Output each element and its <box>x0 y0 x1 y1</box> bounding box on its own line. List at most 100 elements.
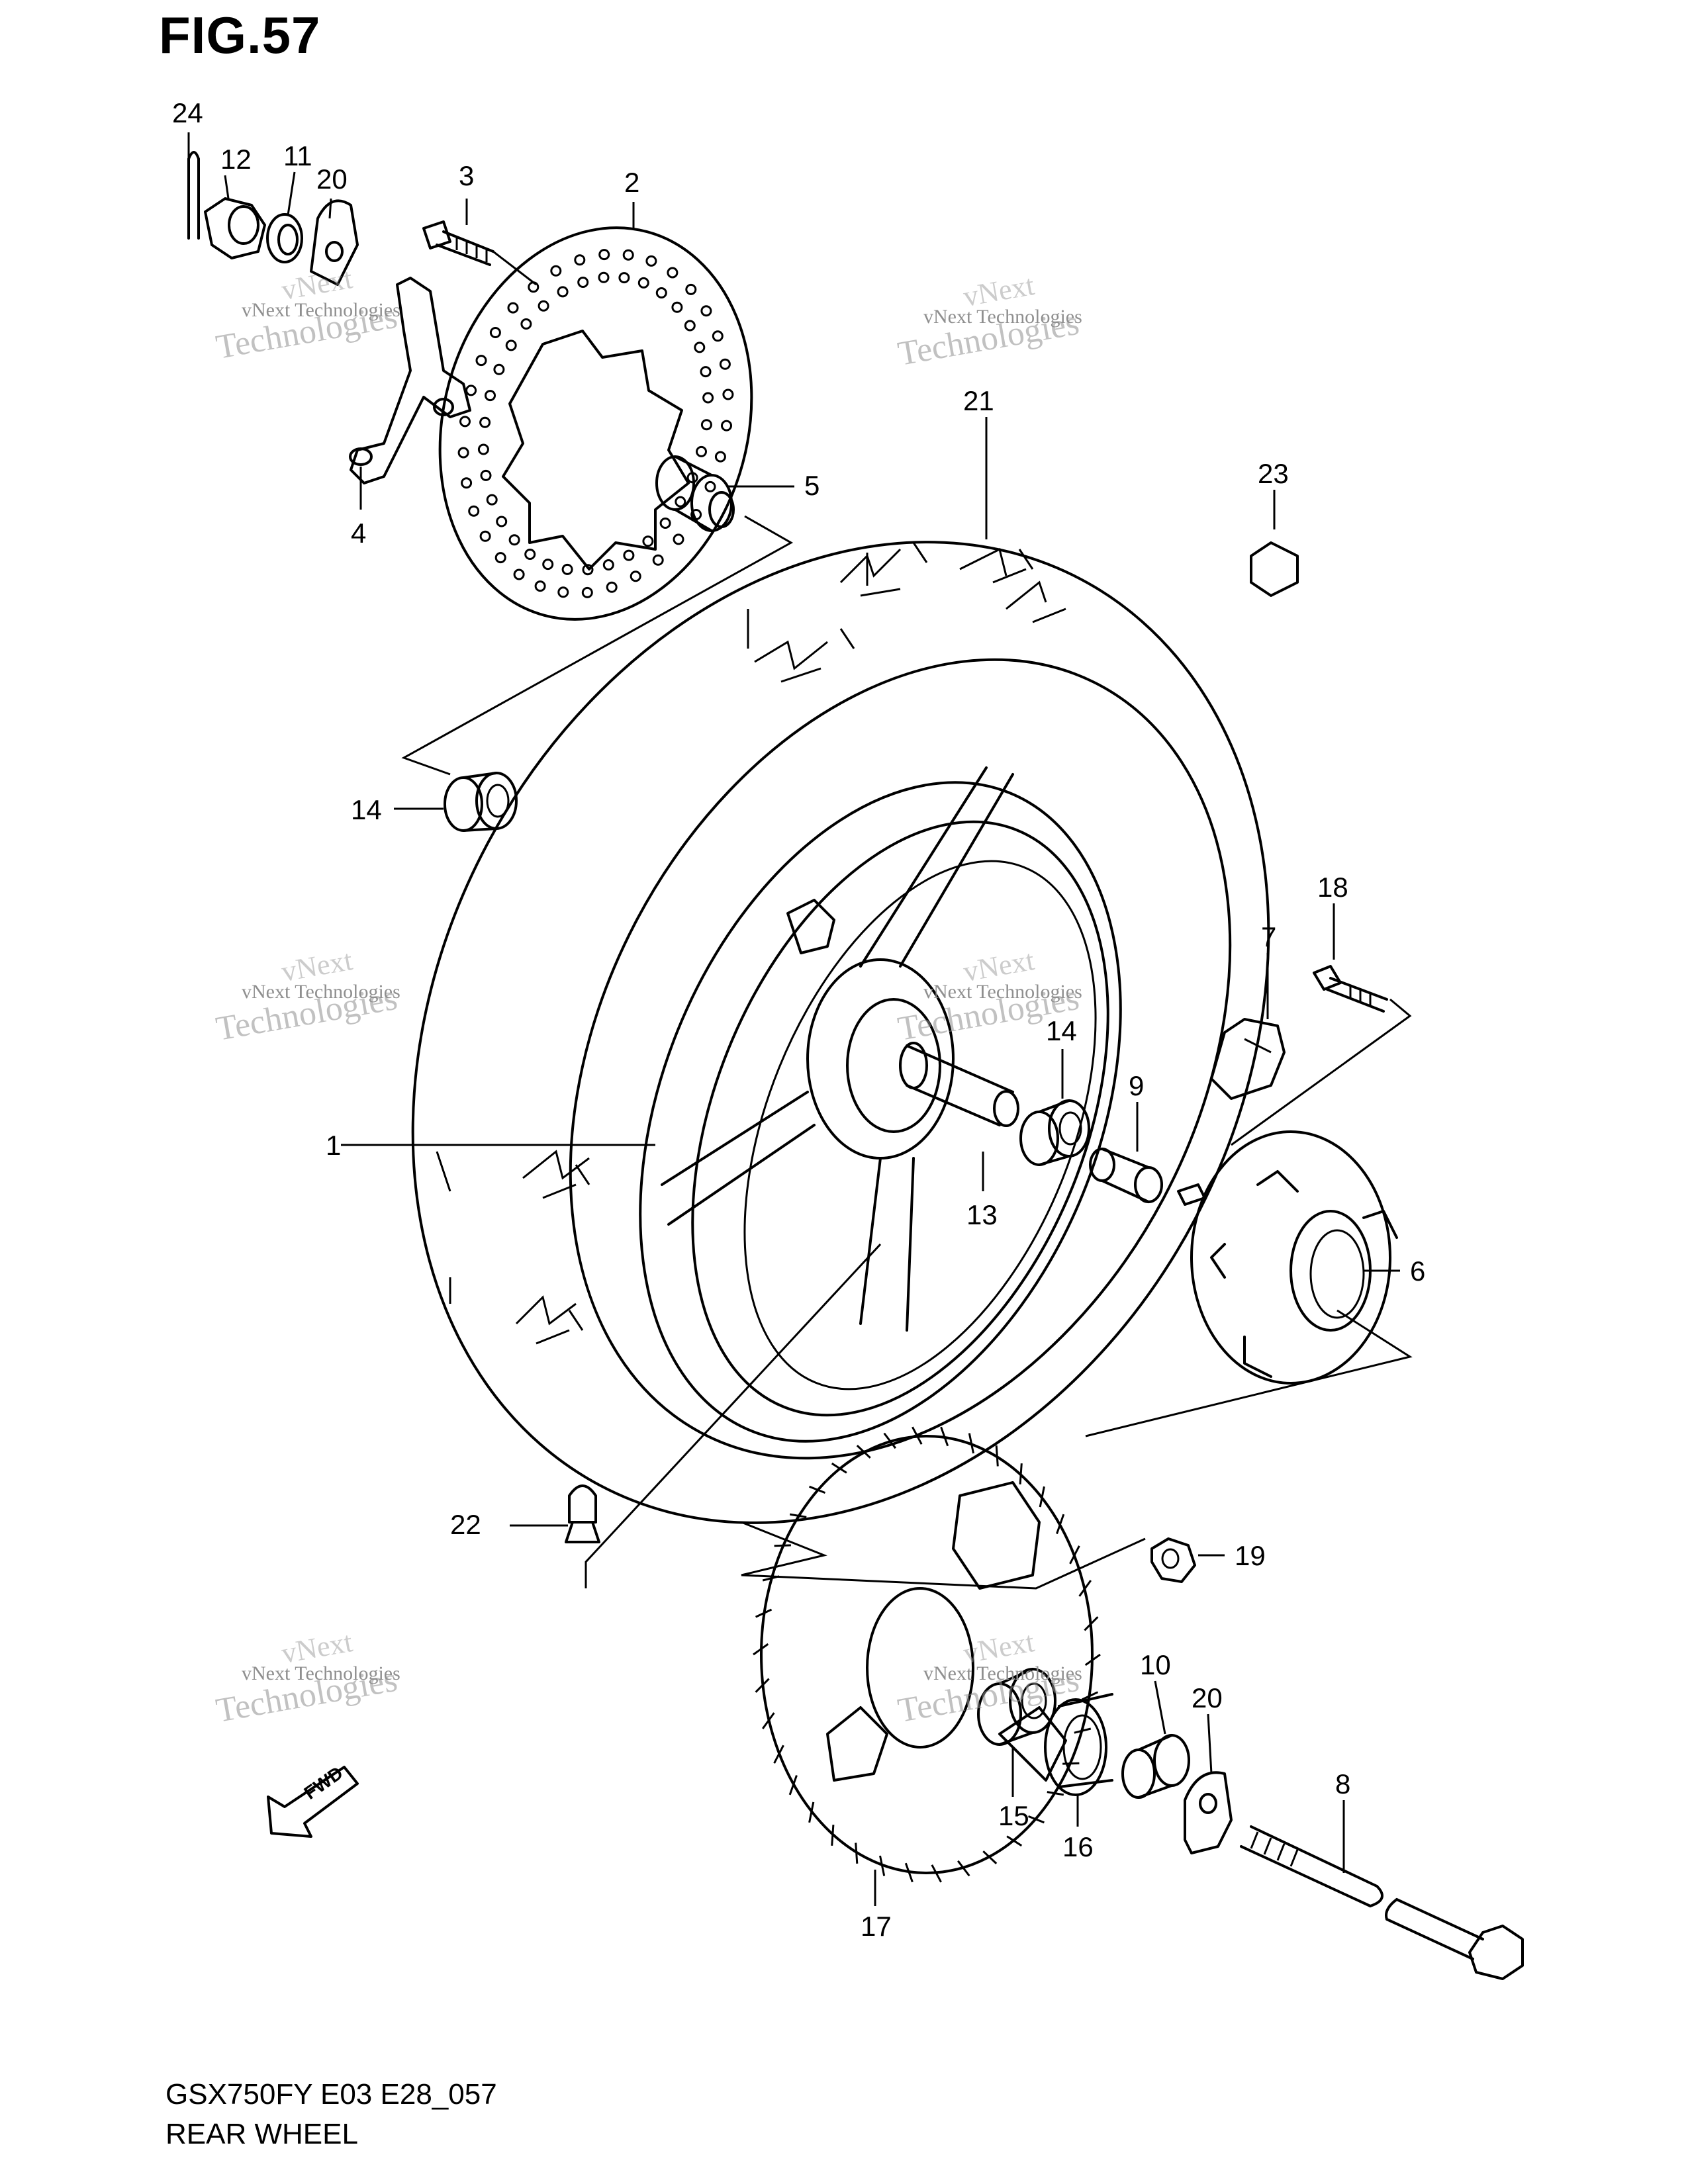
sprocket-tooth <box>1047 1791 1064 1796</box>
tire[interactable] <box>246 392 1435 1674</box>
disc-hole <box>700 419 712 431</box>
disc-hole <box>696 445 707 457</box>
spacer-10[interactable] <box>1121 1734 1190 1799</box>
disc-hole <box>671 301 683 313</box>
collar-5[interactable] <box>655 455 735 532</box>
axle-sleeve-13[interactable] <box>899 1042 1019 1127</box>
rear-sprocket-17[interactable] <box>760 1435 1094 1874</box>
air-valve-22[interactable] <box>565 1484 600 1543</box>
disc-hole <box>722 388 734 400</box>
disc-hole <box>538 300 549 312</box>
sprocket-tooth <box>940 1426 949 1447</box>
callout-22: 22 <box>450 1509 481 1540</box>
chain-adjuster-20-top[interactable] <box>310 199 359 286</box>
sprocket-tooth <box>1062 1762 1080 1765</box>
disc-hole <box>598 249 610 261</box>
disc-hole <box>714 451 726 463</box>
figure-title: FIG.57 <box>159 6 321 64</box>
section-name: REAR WHEEL <box>165 2118 358 2150</box>
disc-hole <box>493 363 505 375</box>
callout-20-lower: 20 <box>1192 1682 1223 1713</box>
disc-hole <box>712 330 724 342</box>
bolt-18[interactable] <box>1313 965 1388 1013</box>
forward-direction-arrow: FWD <box>267 1762 359 1838</box>
sprocket-tooth <box>1084 1616 1099 1631</box>
sprocket-tooth <box>809 1485 826 1494</box>
spacer-9[interactable] <box>1089 1148 1163 1203</box>
sprocket-tooth <box>957 1860 970 1877</box>
cotter-pin-24[interactable] <box>187 151 200 240</box>
disc-hole <box>557 286 569 298</box>
disc-hole <box>721 420 732 432</box>
sprocket-tooth <box>982 1850 998 1864</box>
caliper-bracket-4[interactable] <box>349 277 471 484</box>
callout-3: 3 <box>459 160 474 191</box>
disc-hole <box>550 265 562 277</box>
callout-14-center: 14 <box>1046 1015 1077 1046</box>
callout-5: 5 <box>804 470 820 501</box>
disc-hole <box>524 549 536 560</box>
sprocket-tooth <box>1027 1815 1045 1824</box>
disc-hole <box>581 586 593 598</box>
callout-8: 8 <box>1335 1768 1350 1799</box>
disc-hole <box>505 340 517 351</box>
disc-hole <box>700 305 712 317</box>
sprocket-tooth <box>931 1864 942 1883</box>
disc-holes <box>457 249 734 598</box>
callout-24: 24 <box>172 97 203 128</box>
disc-hole <box>675 496 686 508</box>
callout-9: 9 <box>1129 1070 1144 1101</box>
damper-7[interactable] <box>1210 1018 1286 1100</box>
sprocket-tooth <box>755 1678 770 1693</box>
axle-nut-12[interactable] <box>204 197 266 259</box>
sprocket-tooth <box>968 1433 974 1454</box>
disc-hole <box>513 569 525 580</box>
callout-15: 15 <box>998 1800 1029 1831</box>
disc-hole <box>468 505 480 517</box>
disc-hole <box>637 277 649 289</box>
sprocket-nut-19[interactable] <box>1150 1537 1196 1583</box>
assembly-guide-lines <box>401 515 1413 1590</box>
disc-hole <box>642 535 654 547</box>
callout-1: 1 <box>326 1130 341 1161</box>
callout-6: 6 <box>1410 1255 1425 1287</box>
sprocket-tooth <box>808 1801 815 1823</box>
disc-hole <box>598 271 610 283</box>
callout-13: 13 <box>966 1199 998 1230</box>
brake-disc[interactable] <box>397 193 794 655</box>
disc-hole <box>684 320 696 332</box>
sprocket-tooth <box>1078 1580 1092 1597</box>
sprocket-mounting-drum-6[interactable] <box>1177 1130 1398 1385</box>
sprocket-tooth <box>788 1775 798 1796</box>
rear-axle-8[interactable] <box>1240 1825 1524 1980</box>
sprocket-tooth <box>1006 1835 1023 1847</box>
disc-hole <box>582 564 594 576</box>
spacer-16[interactable] <box>1044 1693 1113 1796</box>
disc-hole <box>508 534 520 546</box>
model-code: GSX750FY E03 E28_057 <box>165 2078 497 2111</box>
sprocket-tooth <box>1039 1486 1045 1508</box>
callout-17: 17 <box>861 1911 892 1942</box>
disc-hole <box>520 318 532 330</box>
chain-adjuster-20-lower[interactable] <box>1184 1771 1233 1854</box>
disc-hole <box>574 254 586 266</box>
bearing-14-center[interactable] <box>1019 1099 1090 1166</box>
callout-16: 16 <box>1062 1831 1094 1862</box>
balance-weight-23[interactable] <box>1250 541 1299 597</box>
disc-hole <box>602 559 614 570</box>
bearing-14-left[interactable] <box>444 772 518 832</box>
disc-hole <box>630 570 641 582</box>
disc-hole <box>618 272 630 284</box>
disc-hole <box>694 341 706 353</box>
callout-23: 23 <box>1258 458 1289 489</box>
wheel-rim[interactable] <box>549 711 1212 1513</box>
disc-bolt-3[interactable] <box>422 220 494 266</box>
washer-11[interactable] <box>266 213 303 263</box>
bearing-15[interactable] <box>977 1668 1056 1746</box>
callout-14-left: 14 <box>351 794 382 825</box>
callout-4: 4 <box>351 518 366 549</box>
sprocket-tooth <box>855 1843 859 1864</box>
disc-hole <box>673 533 684 545</box>
disc-hole <box>486 494 498 506</box>
disc-hole <box>719 358 731 370</box>
